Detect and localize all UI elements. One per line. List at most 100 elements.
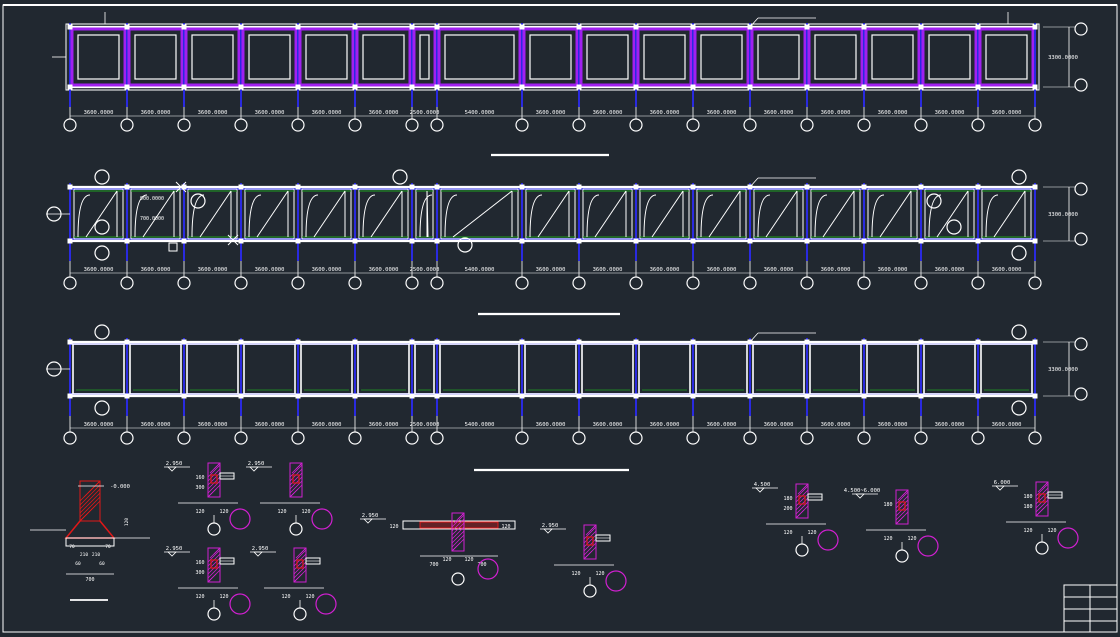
section-outline [451,512,465,552]
axis-bubble [743,276,757,290]
hatch-line [1035,483,1049,497]
opening-rect [419,34,430,80]
hatch-line [289,472,303,486]
section-outline [795,483,809,519]
column-node [181,184,187,190]
column-node [975,24,981,30]
detail-dim: 120 [883,536,892,542]
detail-dim: 120 [907,536,916,542]
column-node [519,84,525,90]
rebar-stirrup [1038,493,1046,503]
bay-dimension: 5400.0000 [465,110,495,116]
axis-bubble-side [1074,232,1088,246]
detail-dim: 120 [305,594,314,600]
bay-dimension: 3600.0000 [141,422,171,428]
column-node [861,84,867,90]
column-node [804,84,810,90]
footing-dim: 120 [124,518,130,526]
bay-dimension: 3600.0000 [141,110,171,116]
hatch-line [293,569,307,583]
floor-plans-group: 3600.0000 3600.0000 3600.0000 3600.0000 3600… [46,12,1088,472]
hatch-line [293,549,307,563]
axis-bubble [629,276,643,290]
column-node [409,238,415,244]
axis-bubble [63,431,77,445]
axis-bubble [430,431,444,445]
section-outline [293,547,307,583]
bay-dimension: 3600.0000 [593,110,623,116]
axis-bubble [348,431,362,445]
axis-bubble [515,118,529,132]
hatch-line [79,500,101,522]
bay-dimension: 2500.0000 [410,110,440,116]
bay-dimension: 3600.0000 [650,267,680,273]
slab-outline-purple [864,27,921,87]
detail-dim: 120 [277,509,286,515]
diagonal-mark [142,190,175,238]
hatch-line [289,480,303,494]
bay-dimension: 3600.0000 [935,267,965,273]
column-node [576,84,582,90]
detail-ref-bubble [477,558,499,580]
diagonal-mark [651,190,684,238]
column-node [238,238,244,244]
hatch-line [79,492,101,514]
bay-dimension: 3600.0000 [878,110,908,116]
axis-bubble [234,431,248,445]
column-node [690,393,696,399]
column-node [861,184,867,190]
opening-rect [757,34,800,80]
column-node [67,238,73,244]
axis-bubble [800,431,814,445]
column-node [434,238,440,244]
diagonal-mark [879,190,912,238]
bay-rect [300,343,353,395]
bay-dimension: 3600.0000 [650,422,680,428]
diagonal-mark [452,190,513,238]
opening-rect [77,34,120,80]
bay-dimension: 3600.0000 [198,110,228,116]
detail-axis-bubble [293,607,307,621]
bay-rect [866,343,919,395]
column-node [633,184,639,190]
slab-outline-purple [750,27,807,87]
column-node [181,84,187,90]
bay-rect [358,188,409,240]
axis-bubble [430,276,444,290]
axis-bubble-side [1074,337,1088,351]
rebar-stirrup [292,474,300,484]
leader-line [749,332,759,343]
column-node [861,24,867,30]
hatch-line [795,493,809,507]
axis-bubble [63,118,77,132]
axis-bubble [234,276,248,290]
opening-rect [248,34,291,80]
column-node [519,393,525,399]
detail-dim: 700 [477,562,486,568]
slab-outline-purple [693,27,750,87]
plan-note: 900.0000 [140,196,164,202]
hatch-line [79,488,101,510]
detail-dim: 120 [301,509,310,515]
diagonal-mark [370,190,403,238]
column-node [576,339,582,345]
bay-dimension: 3600.0000 [935,422,965,428]
column-node [409,84,415,90]
bay-dimension: 3600.0000 [255,422,285,428]
hatch-line [79,496,101,518]
axis-bubble [743,431,757,445]
hatch-line [1035,503,1049,517]
hatch-line [583,546,597,560]
column-node [67,339,73,345]
slab-outline-purple [579,27,636,87]
section-outline [207,547,221,583]
bay-dimension: 3600.0000 [198,267,228,273]
column-node [690,339,696,345]
bay-rect [581,343,634,395]
hatch-line [451,534,465,548]
detail-dim: 120 [389,524,398,530]
column-node [1032,339,1038,345]
column-node [519,238,525,244]
